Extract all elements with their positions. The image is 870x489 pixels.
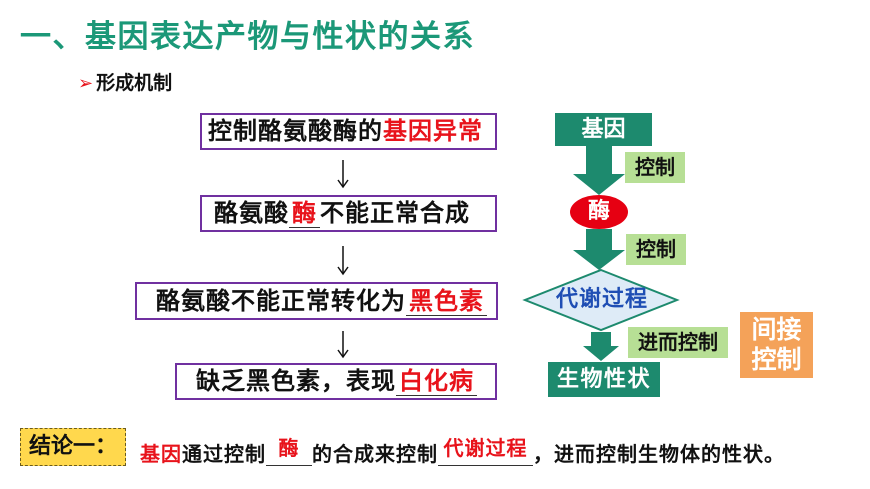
conclusion-sentence: 基因通过控制酶的合成来控制代谢过程，进而控制生物体的性状。 — [140, 437, 785, 467]
blank-answer: 代谢过程 — [443, 436, 528, 460]
subtitle-text: 形成机制 — [96, 72, 173, 94]
block-down-arrow-icon — [573, 146, 625, 195]
step-highlight: 白化病 — [396, 367, 477, 396]
indirect-line-2: 控制 — [751, 345, 802, 374]
conclusion-text: 通过控制 — [182, 442, 266, 466]
step-text: 酪氨酸不能正常转化为 — [156, 287, 406, 315]
block-down-arrow-icon — [583, 332, 619, 361]
flow-step-2: 酪氨酸酶不能正常合成 — [200, 195, 497, 232]
conclusion-blank-1: 酶 — [266, 437, 312, 466]
step-highlight: 酶 — [289, 199, 320, 228]
blank-answer: 酶 — [278, 436, 300, 460]
trait-box: 生物性状 — [548, 362, 660, 397]
indirect-control-box: 间接 控制 — [740, 312, 813, 378]
flow-step-4: 缺乏黑色素，表现白化病 — [175, 363, 497, 400]
down-arrow-icon — [337, 160, 349, 189]
conclusion-label: 结论一： — [20, 428, 126, 466]
enzyme-ellipse: 酶 — [570, 195, 628, 229]
block-down-arrow-icon — [573, 229, 625, 270]
down-arrow-icon — [337, 246, 349, 276]
flow-step-3: 酪氨酸不能正常转化为黑色素 — [135, 282, 498, 320]
step-text: 控制酪氨酸酶的 — [208, 117, 383, 145]
section-subtitle: ➢形成机制 — [78, 70, 172, 97]
further-control-label: 进而控制 — [628, 327, 728, 358]
gene-box: 基因 — [555, 113, 652, 146]
conclusion-text: ，进而控制生物体的性状。 — [533, 442, 785, 466]
down-arrow-icon — [337, 331, 349, 359]
step-text: 不能正常合成 — [320, 199, 470, 227]
step-text: 酪氨酸 — [214, 199, 289, 227]
bullet-arrow-icon: ➢ — [78, 73, 94, 94]
step-highlight: 基因异常 — [383, 117, 483, 145]
conclusion-blank-2: 代谢过程 — [438, 437, 533, 466]
conclusion-text: 的合成来控制 — [312, 442, 438, 466]
control-label-2: 控制 — [626, 234, 686, 265]
step-text: 缺乏黑色素，表现 — [196, 367, 396, 395]
flow-step-1: 控制酪氨酸酶的基因异常 — [200, 113, 497, 150]
metabolism-label: 代谢过程 — [555, 287, 648, 312]
step-highlight: 黑色素 — [406, 287, 487, 316]
page-title: 一、基因表达产物与性状的关系 — [20, 19, 475, 55]
control-label-1: 控制 — [625, 152, 685, 183]
indirect-line-1: 间接 — [751, 315, 802, 344]
conclusion-gene: 基因 — [140, 442, 182, 466]
